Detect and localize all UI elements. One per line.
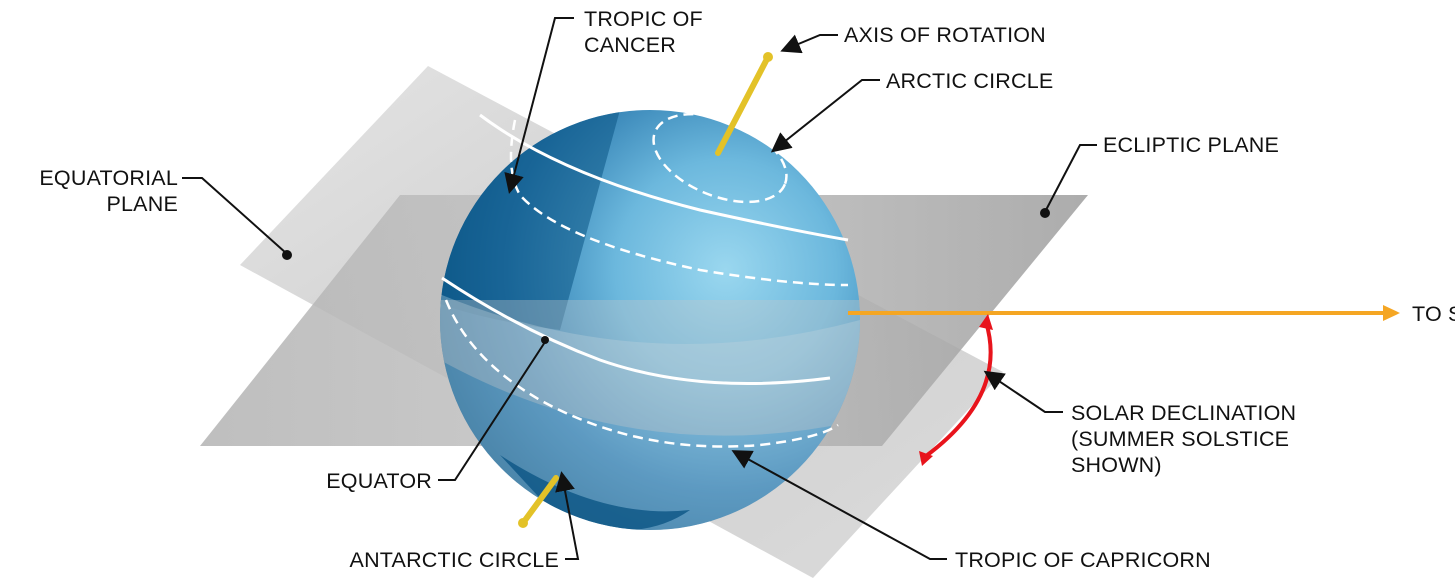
- leader-declination: [983, 370, 1063, 413]
- label-tropic-of-capricorn: TROPIC OF CAPRICORN: [955, 548, 1211, 572]
- axis-top: [715, 54, 771, 156]
- leader-ecliptic: [1045, 144, 1097, 211]
- label-arctic-circle: ARCTIC CIRCLE: [886, 69, 1053, 93]
- label-solar-declination-2: (SUMMER SOLSTICE: [1071, 427, 1289, 451]
- declination-arc: [924, 321, 993, 458]
- label-equatorial-plane-1: EQUATORIAL: [39, 166, 178, 190]
- label-ecliptic-plane: ECLIPTIC PLANE: [1103, 133, 1279, 157]
- leader-arctic: [770, 79, 880, 153]
- label-equator: EQUATOR: [326, 469, 432, 493]
- label-tropic-of-cancer-2: CANCER: [584, 33, 676, 57]
- label-solar-declination-1: SOLAR DECLINATION: [1071, 401, 1296, 425]
- equator-dot: [541, 336, 549, 344]
- leader-equatorial: [182, 177, 287, 254]
- label-axis-of-rotation: AXIS OF ROTATION: [844, 23, 1046, 47]
- declination-arrow-top: [979, 314, 993, 330]
- sun-ray-arrowhead: [1383, 305, 1400, 321]
- leader-capricorn: [731, 450, 947, 560]
- label-tropic-of-cancer-1: TROPIC OF: [584, 7, 703, 31]
- axis-bottom: [520, 475, 559, 526]
- axis-bottom-tip: [518, 518, 528, 528]
- leader-antarctic: [555, 471, 580, 560]
- axis-top-tip: [763, 52, 773, 62]
- equator-line: [441, 276, 831, 386]
- leader-tropic-cancer: [504, 17, 574, 194]
- ecliptic-plane-dot: [1040, 208, 1050, 218]
- declination-arrow-bottom: [919, 451, 933, 466]
- leader-axis: [780, 34, 838, 54]
- leader-equator: [438, 341, 546, 481]
- tropic-of-capricorn-line: [444, 299, 839, 448]
- label-solar-declination-3: SHOWN): [1071, 453, 1162, 477]
- label-to-sun: TO SUN: [1412, 302, 1455, 326]
- label-antarctic-circle: ANTARCTIC CIRCLE: [350, 548, 559, 572]
- label-equatorial-plane-2: PLANE: [106, 192, 178, 216]
